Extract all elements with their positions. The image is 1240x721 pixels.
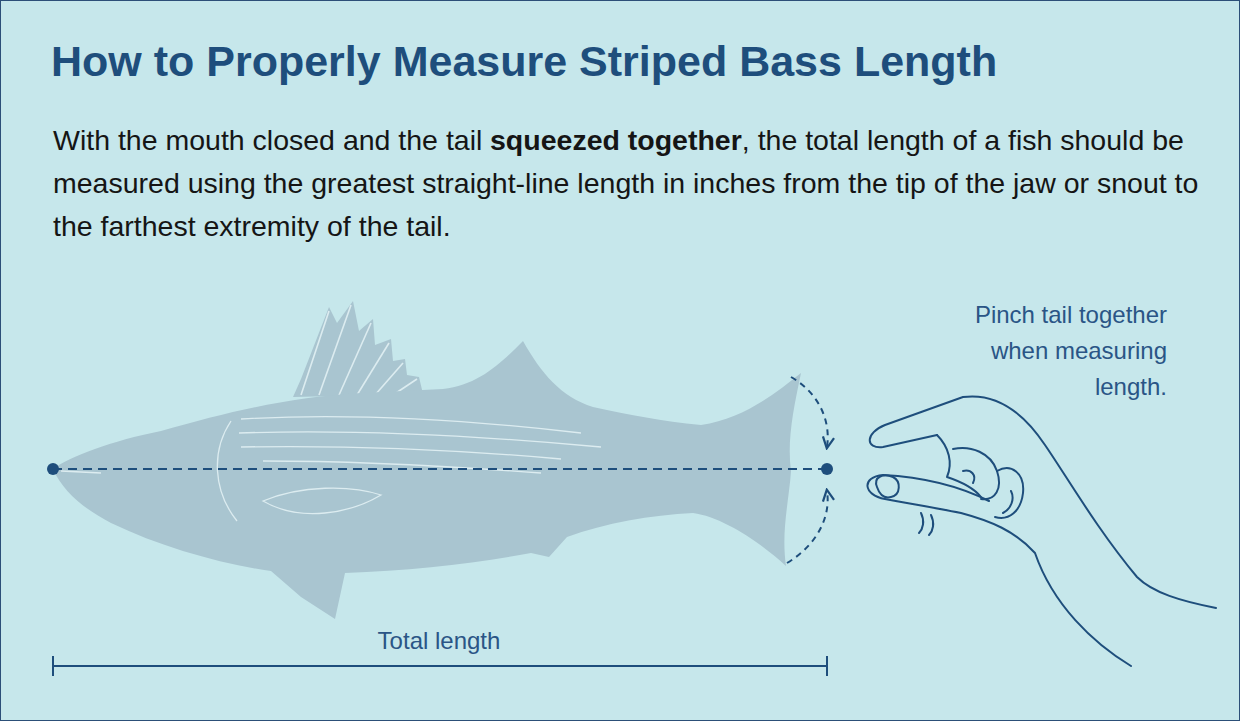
pinch-note: Pinch tail together when measuring lengt…	[917, 297, 1167, 405]
snout-dot	[47, 463, 59, 475]
hand-outline	[867, 396, 1216, 666]
diagram-title: How to Properly Measure Striped Bass Len…	[51, 37, 997, 85]
length-bracket	[53, 656, 827, 676]
instruction-emphasis: squeezed together	[490, 124, 742, 156]
instruction-text: With the mouth closed and the tail	[53, 124, 482, 156]
fin-spines	[301, 305, 417, 395]
fish-body	[53, 341, 801, 619]
instruction-paragraph: With the mouth closed and the tailsqueez…	[53, 119, 1233, 248]
pinch-arrow	[791, 377, 828, 447]
title-holder: How to Properly Measure Striped Bass Len…	[51, 37, 997, 86]
dimension-label: Total length	[339, 627, 539, 655]
dorsal-fin	[293, 301, 423, 397]
pinch-arrow	[787, 491, 828, 563]
length-dashed-line	[53, 468, 827, 470]
tail-dot	[821, 463, 833, 475]
